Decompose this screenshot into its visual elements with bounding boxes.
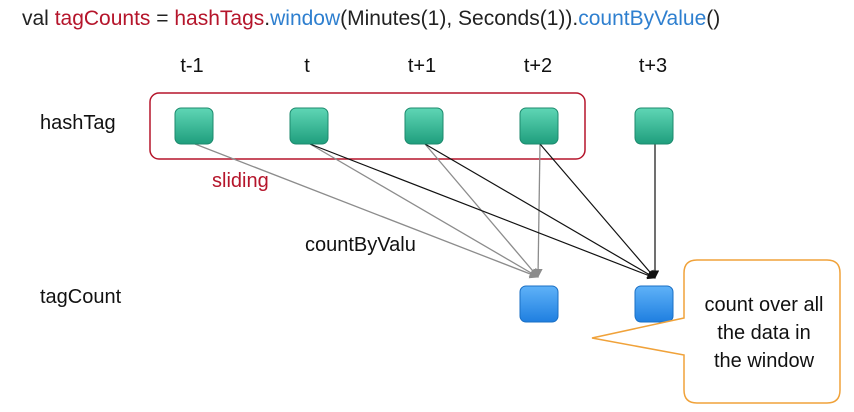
code-token: . [264,7,271,30]
code-token: = [150,7,175,30]
time-label-t: t [304,55,310,77]
time-label-t-plus-3: t+3 [639,55,667,77]
code-token: hashTags [174,7,265,30]
time-label-t-plus-2: t+2 [524,55,552,77]
callout-line-1: count over all [705,294,824,316]
code-token: val [22,7,55,30]
callout-bubble [591,259,841,404]
time-label-t-minus-1: t-1 [180,55,203,77]
hashtag-node-t-minus-1 [174,107,214,145]
countbyvalue-label: countByValu [305,234,416,256]
callout-line-2: the data in [717,322,810,344]
row-label-tagcount: tagCount [40,286,122,308]
tagcount-node-t-plus-3 [634,285,674,323]
hashtag-node-t-plus-3 [634,107,674,145]
code-token: countByValue [578,7,707,30]
hashtag-node-t [289,107,329,145]
time-label-t-plus-1: t+1 [408,55,436,77]
hashtag-node-t-plus-2 [519,107,559,145]
edges [194,143,660,280]
row-label-hashtag: hashTag [40,112,116,134]
callout-line-3: the window [714,350,815,372]
code-token: window [270,7,341,30]
code-token: () [706,7,721,30]
edge-black-t-plus-2 [539,143,656,279]
code-token: tagCounts [54,7,151,30]
edge-black-t [309,143,656,280]
sliding-window-frame [149,92,586,160]
sliding-label: sliding [212,170,269,192]
edge-gray-t [309,143,539,278]
tagcount-node-t-plus-2 [519,285,559,323]
hashtag-node-t-plus-1 [404,107,444,145]
code-line: val tagCounts = hashTags.window(Minutes(… [22,7,720,31]
edge-black-t-plus-1 [424,143,656,279]
code-token: (Minutes(1), Seconds(1)). [340,7,579,30]
edge-gray-t-minus-1 [194,143,539,279]
